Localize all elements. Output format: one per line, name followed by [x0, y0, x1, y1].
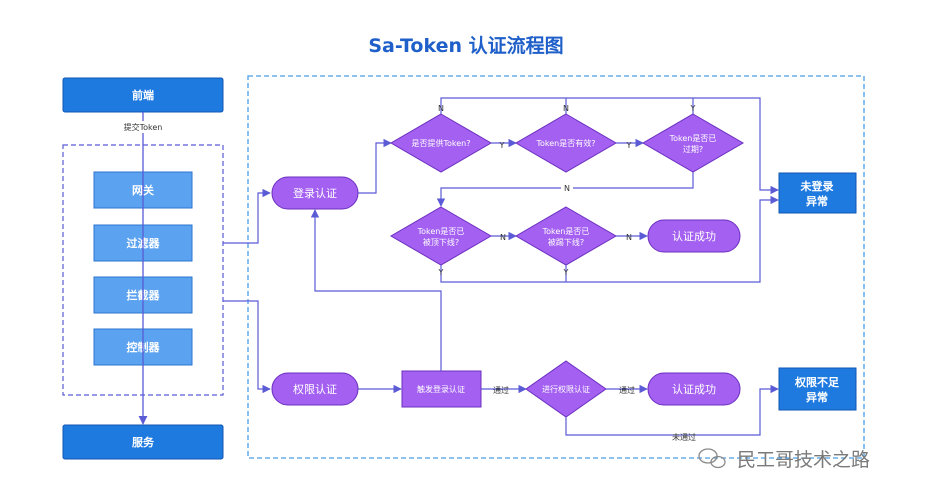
- edge-label-y5: Y: [563, 268, 569, 277]
- edge-label-y1: Y: [499, 141, 505, 150]
- svg-text:Token是否已: Token是否已: [417, 227, 465, 236]
- edge-label-fail: 未通过: [672, 432, 696, 442]
- edge-label-n-mid: N: [564, 184, 570, 193]
- edge-login-to-q1: [358, 138, 392, 194]
- decision-token-valid: Token是否有效?: [515, 113, 617, 173]
- svg-text:权限不足: 权限不足: [794, 375, 840, 389]
- login-success-node: 认证成功: [647, 219, 741, 253]
- svg-text:未登录: 未登录: [800, 179, 834, 193]
- trigger-login-node: 触发登录认证: [401, 370, 482, 408]
- svg-text:认证成功: 认证成功: [672, 383, 716, 396]
- svg-text:异常: 异常: [806, 390, 828, 404]
- edge-label-pass2: 通过: [619, 385, 635, 395]
- edge-label-n5: N: [626, 233, 632, 242]
- svg-text:进行权限认证: 进行权限认证: [542, 384, 590, 394]
- diagram-title: Sa-Token 认证流程图: [368, 34, 563, 57]
- decision-token-replaced: Token是否已 被顶下线?: [390, 206, 492, 266]
- login-auth-node: 登录认证: [271, 176, 359, 210]
- perm-success-node: 认证成功: [647, 372, 741, 406]
- svg-text:异常: 异常: [806, 194, 828, 208]
- service-node: 服务: [62, 424, 224, 460]
- svg-text:触发登录认证: 触发登录认证: [417, 384, 465, 394]
- svg-text:Token是否已: Token是否已: [542, 227, 590, 236]
- edge-interceptor-to-perm: [223, 300, 271, 394]
- edge-perm-fail: [565, 384, 779, 436]
- frontend-node: 前端: [62, 77, 224, 113]
- svg-text:登录认证: 登录认证: [293, 186, 337, 200]
- edge-bottom-yes-path: [440, 195, 779, 283]
- edge-label-pass1: 通过: [493, 385, 509, 395]
- edge-label-y-top3: Y: [690, 104, 696, 113]
- edge-top-no-path: [440, 97, 779, 195]
- edge-label-n-top1: N: [438, 104, 444, 113]
- decision-token-kicked: Token是否已 被踢下线?: [515, 206, 617, 266]
- watermark: 民工哥技术之路: [698, 448, 870, 471]
- decision-token-provided: 是否提供Token?: [390, 113, 492, 173]
- watermark-text: 民工哥技术之路: [737, 449, 870, 471]
- auth-area-container: [247, 75, 865, 459]
- decision-check-perm: 进行权限认证: [525, 360, 607, 418]
- perm-auth-node: 权限认证: [271, 372, 359, 406]
- no-permission-exception-node: 权限不足 异常: [778, 367, 857, 411]
- svg-text:Token是否已: Token是否已: [669, 134, 717, 143]
- svg-text:被顶下线?: 被顶下线?: [423, 237, 459, 247]
- svg-text:认证成功: 认证成功: [672, 230, 716, 243]
- svg-text:过期?: 过期?: [683, 144, 703, 154]
- svg-text:权限认证: 权限认证: [293, 383, 337, 396]
- svg-text:服务: 服务: [132, 435, 155, 449]
- decision-token-expired: Token是否已 过期?: [642, 113, 744, 173]
- edge-filter-to-login: [223, 188, 271, 244]
- svg-text:被踢下线?: 被踢下线?: [548, 237, 584, 247]
- edge-label-n4: N: [500, 233, 506, 242]
- edge-trigger-to-login: [310, 209, 442, 371]
- not-logged-exception-node: 未登录 异常: [778, 172, 857, 214]
- edge-label-y2: Y: [626, 141, 632, 150]
- wechat-icon: [698, 448, 726, 469]
- svg-text:是否提供Token?: 是否提供Token?: [411, 138, 470, 148]
- svg-text:前端: 前端: [132, 88, 154, 102]
- edge-label-y4: Y: [438, 268, 444, 277]
- edge-label-n-top2: N: [563, 104, 569, 113]
- svg-text:Token是否有效?: Token是否有效?: [535, 138, 595, 148]
- submit-token-label: 提交Token: [124, 122, 163, 132]
